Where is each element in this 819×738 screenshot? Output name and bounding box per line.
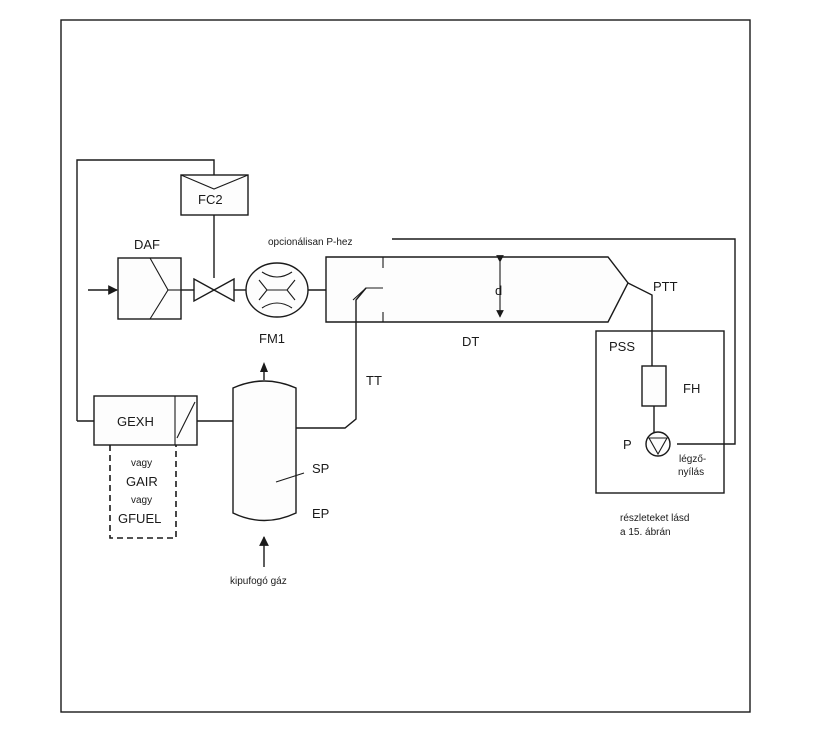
details-note-1: részleteket lásd xyxy=(620,513,689,524)
alternatives-dashed-box xyxy=(109,445,177,539)
exhaust-pipe xyxy=(232,362,305,567)
gexh-box xyxy=(93,395,198,446)
ptt-line xyxy=(627,282,653,366)
control-feedback-line xyxy=(76,159,215,421)
dt-label: DT xyxy=(462,334,479,349)
optional-note: opcionálisan P-hez xyxy=(268,237,353,248)
fm1-flow-meter xyxy=(245,262,309,318)
gfuel-label: GFUEL xyxy=(118,511,161,526)
pss-box xyxy=(595,330,725,494)
sp-label: SP xyxy=(312,461,329,476)
figure-frame xyxy=(60,19,751,713)
p-label: P xyxy=(623,437,632,452)
tt-label: TT xyxy=(366,373,382,388)
fh-label: FH xyxy=(683,381,700,396)
fm1-label: FM1 xyxy=(259,331,285,346)
ep-label: EP xyxy=(312,506,329,521)
breath-opening-label-1: légző- xyxy=(679,454,706,465)
daf-label: DAF xyxy=(134,237,160,252)
fc2-controller xyxy=(180,174,249,278)
gexh-label: GEXH xyxy=(117,414,154,429)
or-label-2: vagy xyxy=(131,495,152,506)
control-valve xyxy=(193,277,235,303)
gair-label: GAIR xyxy=(126,474,158,489)
daf-filter xyxy=(117,257,182,320)
details-note-2: a 15. ábrán xyxy=(620,527,671,538)
breath-opening-label-2: nyílás xyxy=(678,467,704,478)
pss-label: PSS xyxy=(609,339,635,354)
optional-line-to-p xyxy=(392,238,736,445)
fh-filter-holder xyxy=(641,365,667,407)
exhaust-gas-label: kipufogó gáz xyxy=(230,576,287,587)
or-label-1: vagy xyxy=(131,458,152,469)
pump xyxy=(645,431,671,457)
d-label: d xyxy=(495,283,502,298)
ptt-label: PTT xyxy=(653,279,678,294)
dilution-tunnel xyxy=(325,256,629,323)
fc2-label: FC2 xyxy=(198,192,223,207)
